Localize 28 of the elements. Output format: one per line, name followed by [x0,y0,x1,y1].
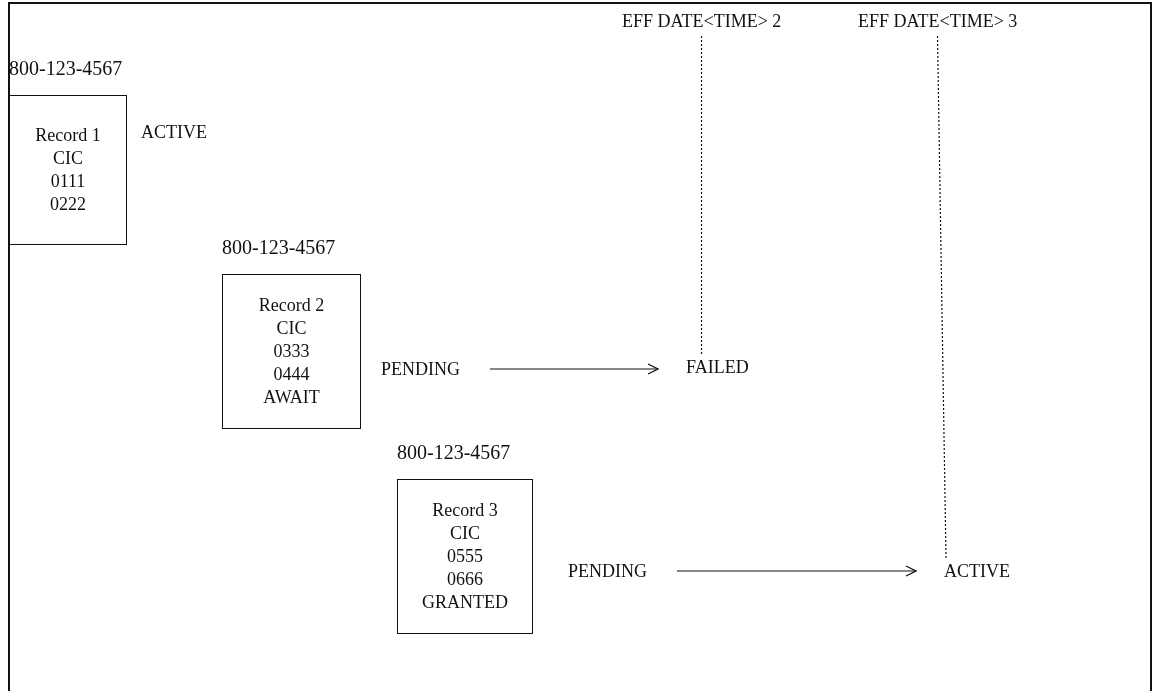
record-field: 0666 [447,568,483,591]
record-field: GRANTED [422,591,508,614]
status-label: ACTIVE [141,121,207,143]
record-field: CIC [276,317,307,340]
record-field: 0555 [447,545,483,568]
dotted-line [700,35,703,355]
arrow [489,363,659,375]
status-label: PENDING [381,358,460,380]
phone-number: 800-123-4567 [397,441,511,463]
record-field: 0222 [50,193,86,216]
status-label: PENDING [568,560,647,582]
record-field: CIC [53,147,83,170]
phone-number: 800-123-4567 [9,57,123,79]
status-label: ACTIVE [944,560,1010,582]
dotted-line [936,35,947,559]
record-title: Record 3 [432,499,498,522]
status-label: FAILED [686,356,749,378]
record-field: AWAIT [263,386,320,409]
record-field: CIC [450,522,480,545]
date-label: EFF DATE<TIME> 3 [858,10,1018,32]
record-title: Record 1 [35,124,101,147]
phone-number: 800-123-4567 [222,236,336,258]
record-field: 0111 [50,170,86,193]
record-field: 0333 [273,340,310,363]
arrow [676,565,917,577]
record-field: 0444 [273,363,310,386]
date-label: EFF DATE<TIME> 2 [622,10,782,32]
record-title: Record 2 [258,294,325,317]
